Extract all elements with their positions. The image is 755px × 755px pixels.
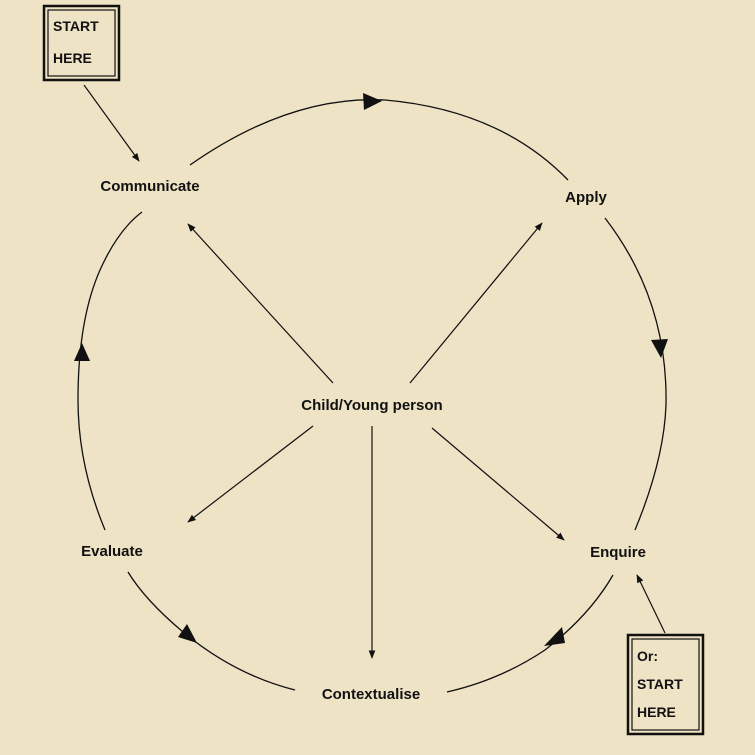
spoke-to-communicate bbox=[187, 223, 334, 384]
node-evaluate: Evaluate bbox=[81, 543, 143, 560]
start-box-bottom-line2: START bbox=[637, 676, 683, 692]
node-contextualise: Contextualise bbox=[322, 686, 420, 703]
arrowhead-top bbox=[363, 93, 382, 110]
arc-apply-to-enquire bbox=[604, 217, 667, 531]
node-enquire: Enquire bbox=[590, 544, 646, 561]
node-communicate: Communicate bbox=[100, 178, 199, 195]
start-box-bottom: Or: START HERE bbox=[626, 633, 705, 736]
spoke-to-evaluate bbox=[187, 425, 314, 523]
arrowhead-right bbox=[651, 339, 668, 358]
arc-enquire-to-contextualise bbox=[446, 574, 614, 693]
arc-contextualise-to-evaluate bbox=[127, 571, 296, 691]
arrowhead-bottom-left bbox=[178, 624, 197, 643]
arrow-start-bottom-to-enquire bbox=[636, 574, 666, 634]
arrowhead-bottom-right bbox=[544, 627, 565, 646]
start-box-top-line1: START bbox=[53, 18, 99, 34]
start-box-bottom-line1: Or: bbox=[637, 648, 658, 664]
start-box-top-line2: HERE bbox=[53, 50, 92, 66]
node-apply: Apply bbox=[565, 189, 607, 206]
arc-communicate-to-apply bbox=[189, 99, 569, 181]
cycle-arrowheads bbox=[74, 93, 668, 646]
spoke-to-enquire bbox=[431, 427, 565, 541]
start-box-top: START HERE bbox=[42, 4, 121, 82]
spoke-to-apply bbox=[409, 222, 543, 384]
spoke-arrows bbox=[83, 84, 666, 659]
start-box-bottom-line3: HERE bbox=[637, 704, 676, 720]
arc-evaluate-to-communicate bbox=[77, 211, 143, 531]
arrowhead-left bbox=[74, 343, 90, 361]
arrow-start-top-to-communicate bbox=[83, 84, 140, 162]
center-label: Child/Young person bbox=[301, 397, 442, 414]
cycle-arcs bbox=[77, 99, 667, 693]
